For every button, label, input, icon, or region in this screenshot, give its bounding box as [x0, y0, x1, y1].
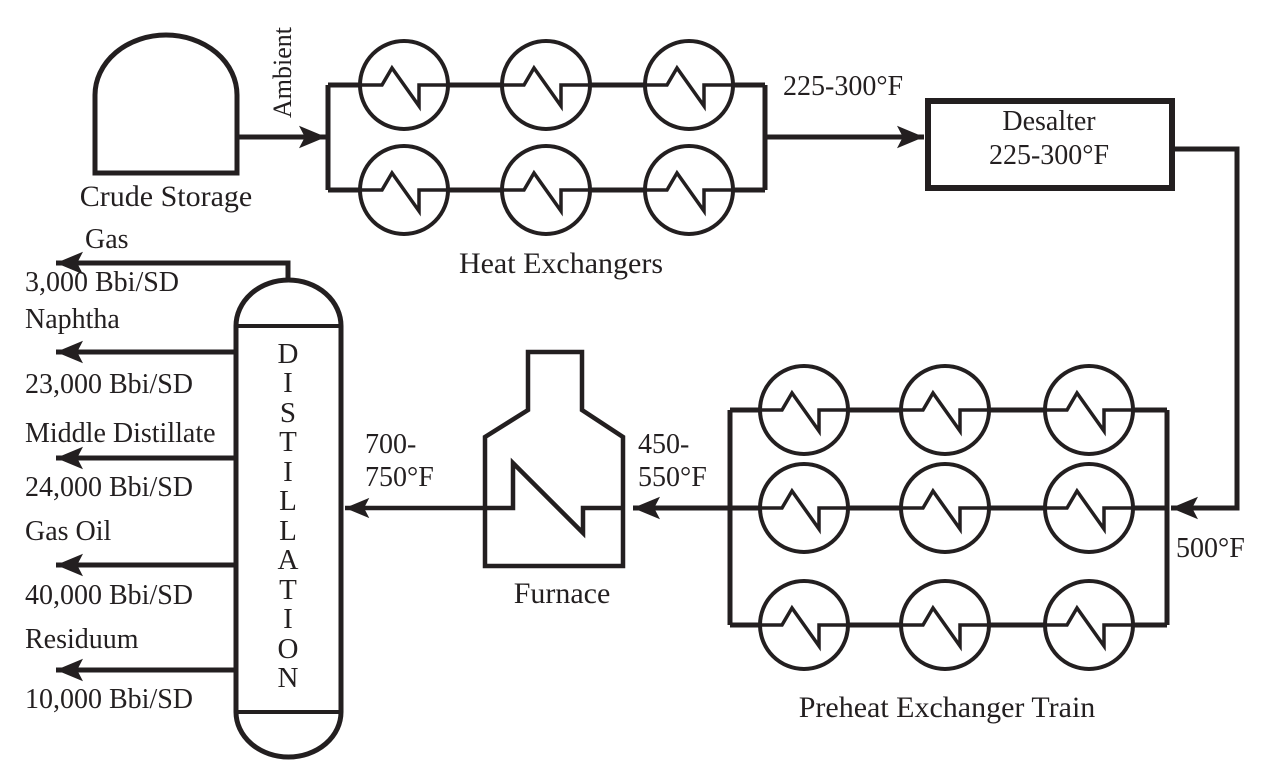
hx-to-desalter-stream: 225-300°F [765, 71, 924, 149]
preheat-exchanger-train: Preheat Exchanger Train [727, 364, 1170, 724]
crude-storage-tank [92, 32, 240, 176]
furnace-body [482, 349, 626, 569]
furnace-label: Furnace [514, 577, 611, 610]
column-letter: L [279, 485, 297, 517]
furnace: Furnace [345, 349, 626, 610]
desalter-to-train-arrow [1171, 146, 1240, 520]
crude-storage-label: Crude Storage [80, 180, 252, 213]
heat-exchanger-icon [358, 39, 450, 131]
gas-oil-rate-label: 40,000 Bbi/SD [25, 580, 193, 611]
desalter-box [925, 98, 1175, 191]
gas-name-label: Gas [85, 224, 129, 255]
heat-exchanger-icon [758, 579, 850, 671]
column-letter: I [283, 367, 293, 399]
column-letter: D [278, 338, 299, 370]
heat-exchanger-icon [758, 462, 850, 554]
column-inlet-temp-line2: 750°F [365, 462, 434, 493]
furnace-inlet-temp-line2: 550°F [638, 462, 707, 493]
heat-exchanger-icon [643, 39, 735, 131]
product-streams: Gas 3,000 Bbi/SD Naphtha 23,000 Bbi/SD M… [25, 224, 291, 715]
crude-feed-stream: Ambient [237, 26, 326, 149]
column-letter: I [283, 456, 293, 488]
gas-stream-arrow [56, 251, 291, 282]
column-letter: T [279, 574, 297, 606]
naphtha-name-label: Naphtha [25, 304, 120, 335]
heat-exchanger-icon [899, 364, 991, 456]
column-letter: S [280, 397, 296, 429]
desalter-name-label: Desalter [1002, 106, 1096, 137]
column-letter: A [278, 544, 299, 576]
residuum-name-label: Residuum [25, 624, 139, 655]
heat-exchanger-icon [758, 364, 850, 456]
furnace-coil-and-outlet-arrow [345, 457, 623, 539]
heat-exchanger-icon [899, 462, 991, 554]
middle-distillate-name-label: Middle Distillate [25, 418, 216, 449]
residuum-rate-label: 10,000 Bbi/SD [25, 684, 193, 715]
naphtha-rate-label: 23,000 Bbi/SD [25, 369, 193, 400]
train-inlet-temp-label: 500°F [1176, 533, 1245, 564]
heat-exchanger-icon [899, 579, 991, 671]
heat-exchanger-icon [500, 39, 592, 131]
column-inlet-temp-line1: 700- [365, 429, 416, 460]
ambient-label: Ambient [268, 26, 297, 118]
heat-exchanger-icon [358, 144, 450, 236]
hx-outlet-temp-label: 225-300°F [783, 71, 903, 102]
heat-exchangers: Heat Exchangers [325, 39, 768, 280]
column-letter: T [279, 426, 297, 458]
desalter: Desalter 225-300°F [925, 98, 1175, 191]
gas-rate-label: 3,000 Bbi/SD [25, 267, 179, 298]
crude-storage: Crude Storage [80, 32, 252, 213]
heat-exchanger-icon [1043, 364, 1135, 456]
preheat-train-label: Preheat Exchanger Train [799, 691, 1096, 724]
furnace-inlet-temp-line1: 450- [638, 429, 689, 460]
column-letter: N [278, 662, 299, 694]
middle-distillate-rate-label: 24,000 Bbi/SD [25, 472, 193, 503]
furnace-to-column-stream: 700- 750°F [365, 429, 434, 493]
distillation-column: D I S T I L L A T I O N [233, 277, 344, 760]
heat-exchanger-icon [643, 144, 735, 236]
column-letter: L [279, 515, 297, 547]
gas-oil-name-label: Gas Oil [25, 516, 112, 547]
desalter-temp-label: 225-300°F [989, 140, 1109, 171]
heat-exchangers-label: Heat Exchangers [459, 247, 663, 280]
heat-exchanger-icon [1043, 579, 1135, 671]
column-head-seams [236, 324, 341, 714]
desalter-to-train-stream: 500°F [1171, 146, 1245, 564]
column-letter: I [283, 603, 293, 635]
train-to-furnace-stream: 450- 550°F [633, 429, 730, 520]
heat-exchanger-icon [500, 144, 592, 236]
column-letter: O [278, 633, 299, 665]
heat-exchanger-icon [1043, 462, 1135, 554]
